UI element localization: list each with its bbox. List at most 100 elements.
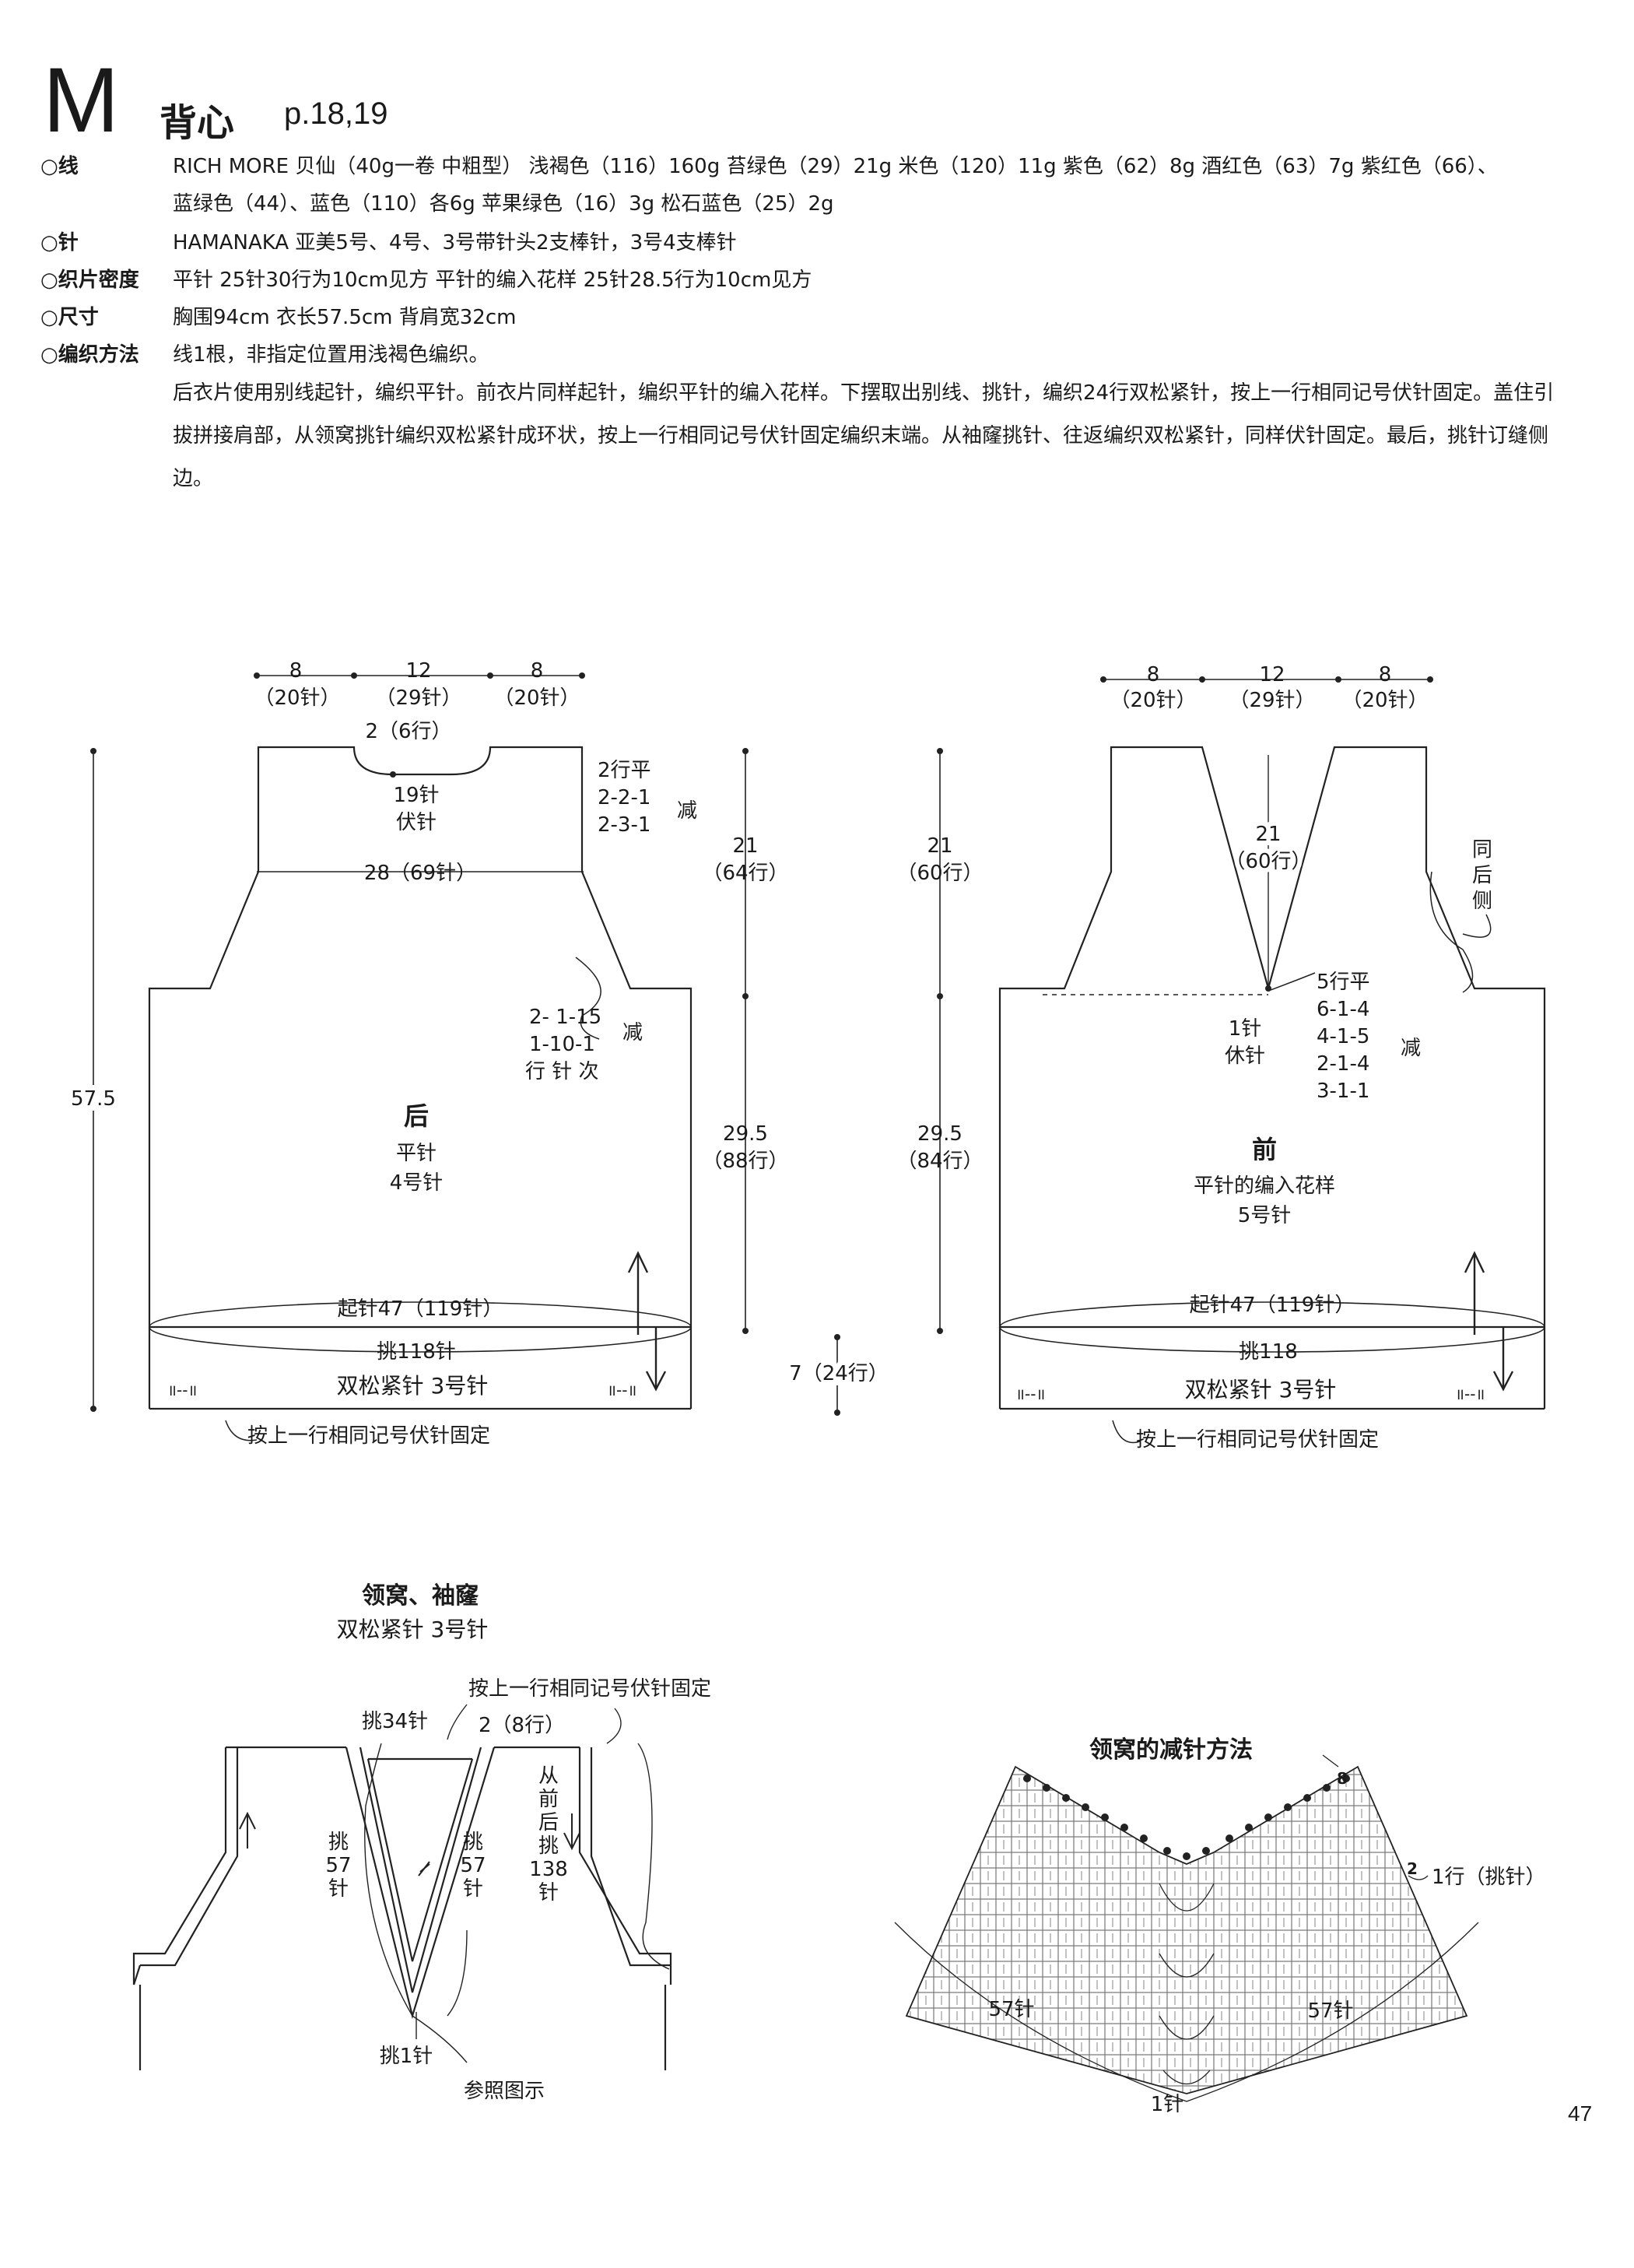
pattern-letter: M — [43, 49, 120, 152]
front-cast-on: 起针47（119针） — [1190, 1294, 1355, 1317]
spec-label: ○尺寸 — [40, 306, 99, 329]
back-dim-left: 8 — [289, 659, 303, 683]
band-pick-arm-6: 针 — [538, 1881, 559, 1905]
back-rib: 双松紧针 3号针 — [337, 1373, 489, 1399]
front-name: 前 — [1252, 1135, 1277, 1164]
front-sts-center: （29针） — [1229, 689, 1315, 712]
dimension-dots — [90, 672, 1433, 1416]
front-sts-right: （20针） — [1341, 689, 1428, 712]
back-name: 后 — [404, 1101, 429, 1131]
front-piece-outline — [998, 746, 1546, 1444]
front-v-dec-1: 5行平 — [1317, 971, 1370, 994]
spec-label: ○针 — [40, 231, 79, 255]
chart-center-count: 1针 — [1151, 2093, 1184, 2116]
back-bindoff-note: 按上一行相同记号伏针固定 — [247, 1424, 490, 1448]
back-width: 28（69针） — [364, 862, 476, 885]
front-yoke-length: 21 — [927, 834, 952, 858]
back-neck-bindoff: 19针 — [393, 784, 439, 807]
back-body-length: 29.5 — [723, 1122, 768, 1146]
chart-title: 领窝的减针方法 — [1089, 1736, 1253, 1764]
back-labels: 8 12 8 （20针） （29针） （20针） 2（6行） 19针 伏针 2行… — [167, 659, 697, 1448]
page-number: 47 — [1568, 2101, 1593, 2126]
front-dim-right: 8 — [1379, 663, 1392, 686]
band-title: 领窝、袖窿 — [362, 1582, 479, 1610]
rib-length: 7（24行） — [789, 1362, 889, 1385]
front-dim-center: 12 — [1259, 663, 1285, 686]
back-body-rows: （88行） — [702, 1150, 788, 1173]
back-needle: 4号针 — [390, 1171, 444, 1195]
back-rib-mark-left: ॥--॥ — [167, 1381, 197, 1399]
band-pick-center: 挑1针 — [380, 2045, 433, 2068]
svg-text:（60行）: （60行） — [1225, 850, 1311, 873]
band-pick-left-1: 挑 — [328, 1831, 349, 1854]
chart-row-8: 8 — [1337, 1769, 1348, 1788]
band-subtitle: 双松紧针 3号针 — [337, 1617, 489, 1642]
front-v-dec-label: 减 — [1401, 1037, 1421, 1060]
back-cast-on: 起针47（119针） — [338, 1297, 503, 1321]
svg-text:21: 21 — [1255, 823, 1281, 846]
chart-row-1: 1行（挑针） — [1432, 1866, 1546, 1889]
front-same-as-back-2: 后 — [1472, 864, 1492, 887]
back-dim-center: 12 — [405, 659, 431, 683]
front-v-depth-rows: （60行） — [1225, 850, 1311, 873]
front-sts-left: （20针） — [1110, 689, 1196, 712]
front-bindoff-note: 按上一行相同记号伏针固定 — [1136, 1428, 1379, 1452]
back-sts-left: （20针） — [254, 686, 340, 710]
pattern-header: M 背心 p.18,19 ○线 RICH MORE 贝仙（40g一卷 中粗型） … — [0, 0, 1634, 506]
band-width: 2（8行） — [479, 1714, 565, 1737]
band-pick-arm-3: 后 — [538, 1811, 559, 1834]
back-dim-right: 8 — [531, 659, 544, 683]
method-paragraph: 后衣片使用别线起针，编织平针。前衣片同样起针，编织平针的编入花样。下摆取出别线、… — [173, 381, 1555, 490]
front-dim-left: 8 — [1147, 663, 1160, 686]
back-neck-depth: 2（6行） — [365, 720, 451, 743]
pattern-title: 背心 — [160, 101, 235, 145]
band-schematic — [132, 1704, 672, 2070]
band-bindoff-note: 按上一行相同记号伏针固定 — [468, 1677, 711, 1701]
back-row-legend: 行 针 次 — [525, 1060, 599, 1083]
band-see-chart: 参照图示 — [464, 2080, 545, 2103]
spec-label: ○编织方法 — [40, 343, 139, 367]
front-v-dec-3: 4-1-5 — [1317, 1025, 1369, 1048]
back-neck-dec-1: 2行平 — [598, 759, 651, 782]
center-dim-labels: 57.5 57.5 21 （64行） 29.5 （88行） 21 （60行） 2… — [65, 834, 983, 1391]
spec-gauge-value: 平针 25针30行为10cm见方 平针的编入花样 25针28.5行为10cm见方 — [173, 269, 812, 292]
band-pick-arm-1: 从 — [538, 1764, 559, 1788]
back-pickup: 挑118针 — [377, 1340, 456, 1364]
front-needle: 5号针 — [1238, 1204, 1292, 1227]
band-pick-left-2: 57 — [325, 1854, 351, 1877]
chart-right-count: 57针 — [1307, 1999, 1353, 2023]
back-neck-bindoff-2: 伏针 — [396, 811, 437, 834]
dimension-lines — [93, 751, 941, 1413]
band-pick-arm-5: 138 — [529, 1858, 568, 1881]
back-arm-dec-2: 1-10-1 — [529, 1033, 595, 1056]
back-stitch: 平针 — [396, 1142, 437, 1165]
band-labels: 领窝、袖窿 双松紧针 3号针 按上一行相同记号伏针固定 挑34针 2（8行） 挑… — [325, 1582, 711, 2103]
front-stitch: 平针的编入花样 — [1194, 1174, 1335, 1198]
band-pick-back: 挑34针 — [362, 1710, 428, 1733]
svg-text:57.5: 57.5 — [71, 1087, 116, 1111]
spec-size-value: 胸围94cm 衣长57.5cm 背肩宽32cm — [173, 306, 517, 329]
spec-yarn-line-1: RICH MORE 贝仙（40g一卷 中粗型） 浅褐色（116）160g 苔绿色… — [173, 155, 1498, 178]
back-sts-center: （29针） — [375, 686, 461, 710]
front-v-dec-5: 3-1-1 — [1317, 1080, 1369, 1103]
front-yoke-rows: （60行） — [896, 862, 983, 885]
front-rib: 双松紧针 3号针 — [1185, 1377, 1337, 1403]
chart-labels: 领窝的减针方法 8 2 1行（挑针） 57针 57针 1针 — [988, 1736, 1545, 2116]
front-center-rest: 1针 — [1229, 1017, 1262, 1041]
svg-text:7（24行）: 7（24行） — [789, 1362, 889, 1385]
back-arm-dec-label: 减 — [622, 1021, 643, 1044]
spec-needles-value: HAMANAKA 亚美5号、4号、3号带针头2支棒针，3号4支棒针 — [173, 231, 737, 255]
band-pick-arm-4: 挑 — [538, 1834, 559, 1858]
spec-label: ○线 — [40, 155, 79, 178]
chart-row-2: 2 — [1407, 1859, 1418, 1878]
front-rib-mark-right: ॥--॥ — [1455, 1385, 1485, 1403]
back-piece-outline — [148, 746, 693, 1441]
band-pick-right-1: 挑 — [463, 1831, 483, 1854]
front-v-depth: 21 — [1255, 823, 1281, 846]
back-yoke-length: 21 — [732, 834, 758, 858]
band-pick-right-3: 针 — [463, 1877, 483, 1901]
decrease-chart — [894, 1754, 1479, 2102]
back-neck-dec-3: 2-3-1 — [598, 813, 650, 837]
chart-left-count: 57针 — [988, 1998, 1034, 2021]
